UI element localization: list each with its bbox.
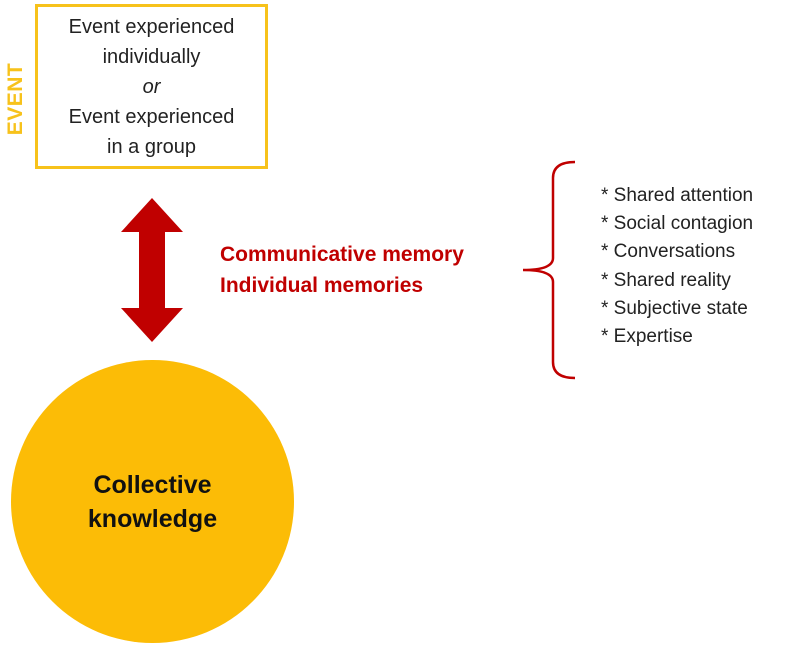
communicative-memory-line: Communicative memory: [220, 243, 464, 266]
event-box: Event experienced individually or Event …: [35, 4, 268, 169]
collective-knowledge-circle: Collective knowledge: [11, 360, 294, 643]
event-side-label: EVENT: [4, 62, 27, 136]
curly-brace-icon: [522, 160, 576, 380]
list-item: * Social contagion: [601, 213, 754, 235]
double-arrow-icon: [121, 198, 183, 342]
factor-list: * Shared attention * Social contagion * …: [601, 182, 753, 351]
event-line-4: in a group: [107, 135, 196, 158]
event-connector: or: [142, 75, 161, 98]
list-item: * Shared attention: [601, 185, 754, 206]
list-item: * Subjective state: [601, 297, 748, 319]
individual-memories-line: Individual memories: [220, 274, 424, 297]
event-line-2: individually: [102, 45, 201, 68]
event-line-3: Event experienced: [68, 105, 235, 128]
list-item: * Expertise: [601, 326, 693, 348]
list-item: * Conversations: [601, 241, 736, 263]
list-item: * Shared reality: [601, 269, 731, 291]
collective-line-1: Collective: [93, 470, 212, 499]
event-line-1: Event experienced: [68, 15, 235, 38]
communicative-memory-label: Communicative memory Individual memories: [220, 239, 464, 301]
collective-line-2: knowledge: [87, 504, 218, 533]
